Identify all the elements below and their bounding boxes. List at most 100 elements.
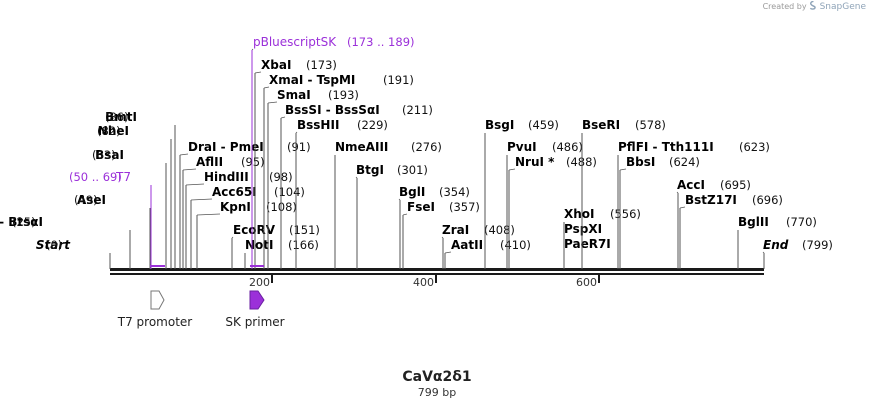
site-kpni-name: KpnI xyxy=(220,200,251,214)
site-bgli-leader xyxy=(398,198,401,201)
site-bseri-pos: (578) xyxy=(635,118,666,132)
site-asei-name: AseI xyxy=(77,193,106,207)
site-pbluescriptsk-leader xyxy=(251,48,254,51)
site-aflii-leader xyxy=(182,168,197,171)
site-acci-leader xyxy=(676,191,679,194)
snapgene-logo-icon xyxy=(809,0,818,12)
site-end-leader xyxy=(762,251,765,254)
site-xbai-pos: (173) xyxy=(306,58,337,72)
site-t7-name: T7 xyxy=(115,170,131,184)
site-start-name: Start xyxy=(36,238,71,252)
site-bmti-pos: (86) xyxy=(105,110,129,124)
site-nmeaiii-name: NmeAIII xyxy=(335,140,388,154)
site-noti-name: NotI xyxy=(245,238,274,252)
site-pvui-name: PvuI xyxy=(507,140,537,154)
site-nrui-leader xyxy=(508,168,516,171)
site-kpni-leader xyxy=(196,213,221,216)
scale-tick-label: 600 xyxy=(576,276,597,289)
site-pvui-pos: (486) xyxy=(552,140,583,154)
site-bglii-name: BglII xyxy=(738,215,769,229)
promoter-arrow-icon xyxy=(150,290,165,310)
site-bsshii-pos: (229) xyxy=(357,118,388,132)
site-xmai-leader xyxy=(263,86,270,89)
site-pflfi-pos: (623) xyxy=(739,140,770,154)
site-xhoi-name: XhoI xyxy=(564,207,595,221)
site-bsgi-pos: (459) xyxy=(528,118,559,132)
site-bsai-name: BsaI xyxy=(95,148,124,162)
site-aflii-name: AflII xyxy=(196,155,223,169)
site-smai-leader xyxy=(267,101,278,104)
site-start-pos: (0) xyxy=(46,238,62,252)
site-bbsi-leader xyxy=(619,168,627,171)
credit: Created by SnapGene xyxy=(763,0,866,12)
site-end-pos: (799) xyxy=(802,238,833,252)
site-fsei-name: FseI xyxy=(407,200,435,214)
site-paer7i-name: PaeR7I xyxy=(564,237,611,251)
site-bstz17i-pos: (696) xyxy=(752,193,783,207)
site-acc65i-pos: (104) xyxy=(274,185,305,199)
site-hindiii-name: HindIII xyxy=(204,170,249,184)
site-nhei-pos: (82) xyxy=(97,124,121,138)
site-smai-name: SmaI xyxy=(277,88,311,102)
site-ecorv-name: EcoRV xyxy=(233,223,276,237)
site-smai-pos: (193) xyxy=(328,88,359,102)
site-bmti-name: BmtI xyxy=(105,110,137,124)
site-bglii-pos: (770) xyxy=(786,215,817,229)
scale-tick-label: 400 xyxy=(413,276,434,289)
site-pbluescriptsk-pos: (173 .. 189) xyxy=(347,35,415,49)
site-bseri-name: BseRI xyxy=(582,118,620,132)
site-asei-pos: (49) xyxy=(74,193,98,207)
site-bsshii-name: BssHII xyxy=(297,118,339,132)
site-nrui-name: NruI * xyxy=(515,155,555,169)
site-fsei-leader xyxy=(402,213,408,216)
site-bgli-pos: (354) xyxy=(439,185,470,199)
backbone-line xyxy=(110,268,764,271)
site-acc65i-name: Acc65I xyxy=(212,185,257,199)
site-bsssi-leader xyxy=(280,116,286,119)
site-bsgi-name: BsgI xyxy=(485,118,514,132)
site-bstz17i-leader xyxy=(679,206,686,209)
site-bgli-name: BglI xyxy=(399,185,425,199)
site-aflii-pos: (95) xyxy=(241,155,265,169)
site-t7-pos: (50 .. 69) xyxy=(69,170,122,184)
site-acci-name: AccI xyxy=(677,178,705,192)
site-xmai-name: XmaI - TspMI xyxy=(269,73,355,87)
feature-label-t7-promoter: T7 promoter xyxy=(117,315,193,329)
site-xbai-name: XbaI xyxy=(261,58,291,72)
site-zrai-pos: (408) xyxy=(484,223,515,237)
site-pbluescriptsk-name: pBluescriptSK xyxy=(253,35,337,49)
feature-label-sk-primer: SK primer xyxy=(225,315,284,329)
site-nmeaiii-pos: (276) xyxy=(411,140,442,154)
site-bsai-pos: (63) xyxy=(92,148,116,162)
site-zrai-name: ZraI xyxy=(442,223,469,237)
site-zrai-leader xyxy=(441,236,444,239)
site-btgi-name: BtgI xyxy=(356,163,384,177)
site-nhei-name: NheI xyxy=(98,124,129,138)
primer-arrow-icon xyxy=(249,290,265,310)
site-bbsi-name: BbsI xyxy=(626,155,655,169)
site-btsi-pos: (25) xyxy=(12,215,36,229)
site-drai-leader xyxy=(179,153,189,156)
site-btsi-name: BtsI - BtsαI xyxy=(0,215,43,229)
scale-tick-label: 200 xyxy=(249,276,270,289)
site-nrui-pos: (488) xyxy=(566,155,597,169)
site-drai-name: DraI - PmeI xyxy=(188,140,264,154)
site-xhoi-pos: (556) xyxy=(610,207,641,221)
site-bsssi-name: BssSI - BssSαI xyxy=(285,103,380,117)
site-xbai-leader xyxy=(254,71,262,74)
site-bstz17i-name: BstZ17I xyxy=(685,193,737,207)
site-drai-pos: (91) xyxy=(287,140,311,154)
site-acci-pos: (695) xyxy=(720,178,751,192)
site-bbsi-pos: (624) xyxy=(669,155,700,169)
site-btgi-leader xyxy=(355,176,358,179)
plasmid-size: 799 bp xyxy=(417,386,457,399)
plasmid-name: CaVα2δ1 xyxy=(402,369,472,385)
site-aatii-name: AatII xyxy=(451,238,483,252)
site-noti-pos: (166) xyxy=(288,238,319,252)
site-aatii-pos: (410) xyxy=(500,238,531,252)
site-ecorv-leader xyxy=(231,236,234,239)
site-fsei-pos: (357) xyxy=(449,200,480,214)
site-acc65i-leader xyxy=(190,198,213,201)
backbone-line-lower xyxy=(110,273,764,275)
